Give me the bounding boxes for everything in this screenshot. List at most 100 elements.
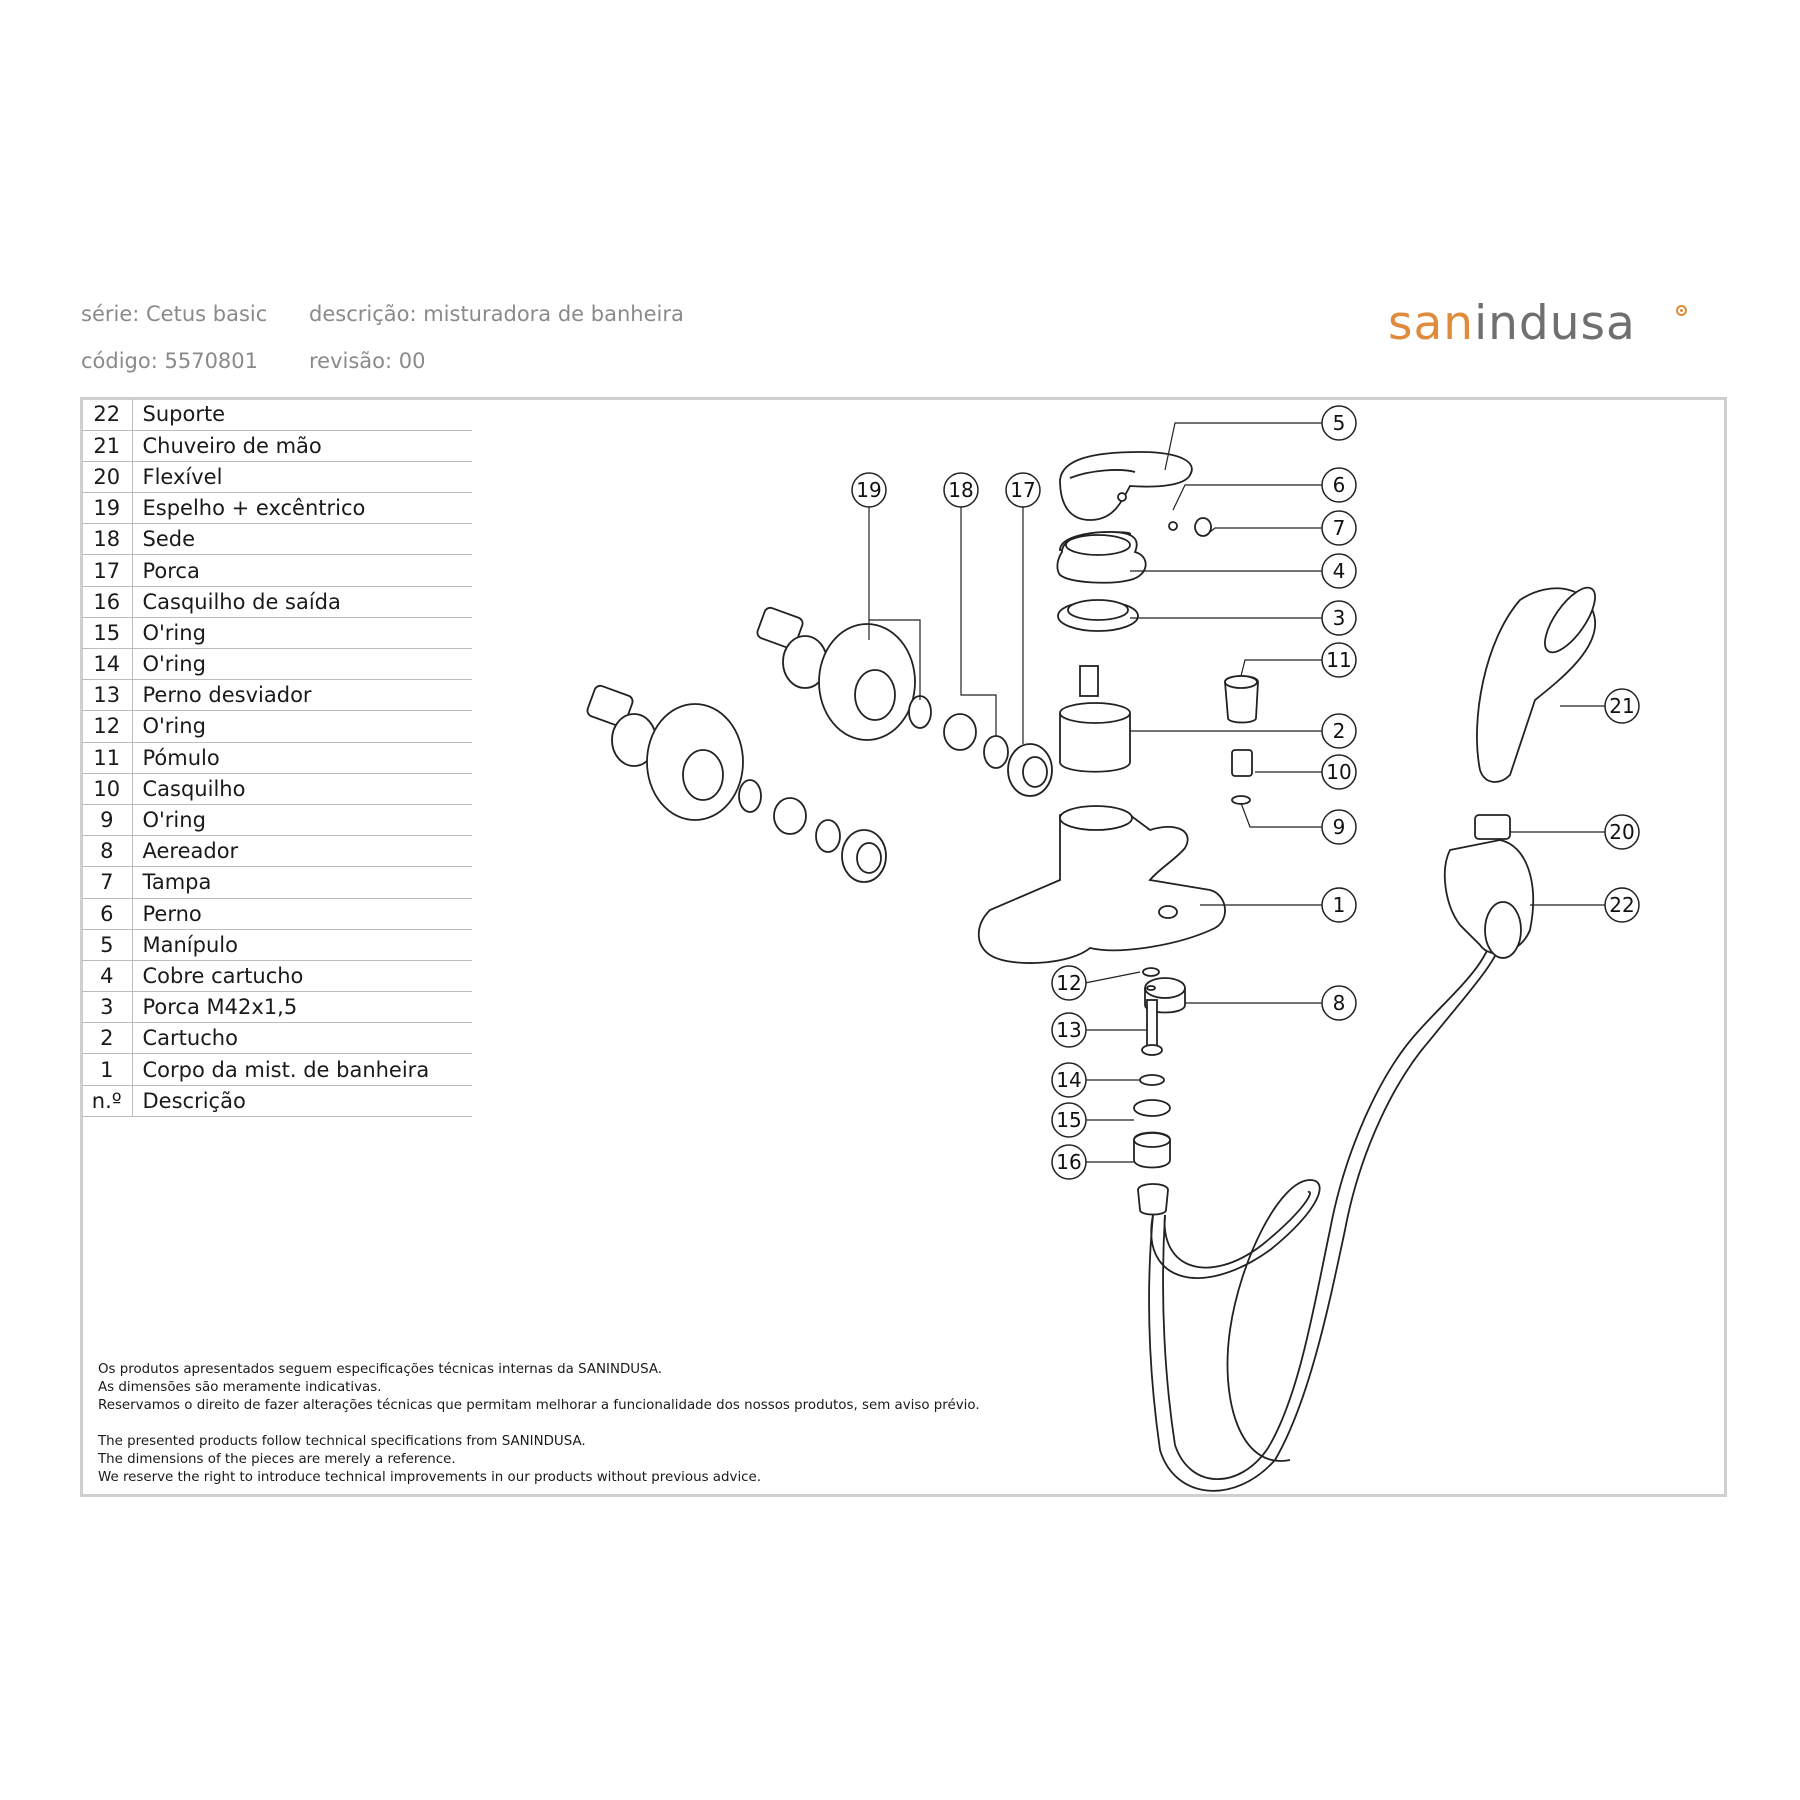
callout-1: 1 [1321, 887, 1357, 923]
eccentric-lower [586, 684, 634, 728]
oring-18-upper [908, 695, 932, 729]
oring-14 [1139, 1074, 1165, 1086]
callout-20: 20 [1604, 814, 1640, 850]
note-line: Os produtos apresentados seguem especifi… [98, 1362, 663, 1377]
part-description: Cobre cartucho [132, 960, 472, 993]
callout-10: 10 [1321, 754, 1357, 790]
drawing-frame [80, 397, 1727, 1497]
svg-text:20: 20 [1609, 820, 1634, 844]
callout-22: 22 [1604, 887, 1640, 923]
part-description: Cartucho [132, 1022, 472, 1055]
svg-text:1: 1 [1333, 893, 1346, 917]
part-number: 20 [82, 461, 133, 494]
part-description: Corpo da mist. de banheira [132, 1053, 472, 1086]
svg-text:2: 2 [1333, 719, 1346, 743]
part-number: 11 [82, 742, 133, 774]
svg-text:22: 22 [1609, 893, 1634, 917]
svg-text:7: 7 [1333, 516, 1346, 540]
part-description: Casquilho [132, 773, 472, 805]
svg-text:10: 10 [1326, 760, 1351, 784]
part-number: 12 [82, 710, 133, 743]
part-number: 18 [82, 523, 133, 556]
svg-text:5: 5 [1333, 411, 1346, 435]
column-number-label: n.º [82, 1085, 133, 1117]
note-line: The presented products follow technical … [98, 1434, 586, 1449]
part-number: 7 [82, 866, 133, 899]
part-number: 1 [82, 1053, 133, 1086]
part-number: 14 [82, 648, 133, 681]
brand-mark-icon [1676, 305, 1687, 316]
flexible-hose [1148, 929, 1506, 1492]
callout-4: 4 [1321, 553, 1357, 589]
part-description: O'ring [132, 617, 472, 650]
part-description: Chuveiro de mão [132, 430, 472, 462]
callout-12: 12 [1051, 965, 1087, 1001]
notes-english: The presented products follow technical … [98, 1433, 980, 1487]
part-number: 13 [82, 679, 133, 712]
brand-logo: sanindusa [1388, 296, 1636, 351]
part-number: 9 [82, 804, 133, 837]
column-description-label: Descrição [132, 1085, 472, 1117]
svg-text:21: 21 [1609, 694, 1634, 718]
callout-16: 16 [1051, 1144, 1087, 1180]
svg-text:15: 15 [1056, 1108, 1081, 1132]
part-description: Perno [132, 898, 472, 930]
part-description: Porca M42x1,5 [132, 991, 472, 1024]
part-description: O'ring [132, 804, 472, 837]
callout-15: 15 [1051, 1102, 1087, 1138]
callout-6: 6 [1321, 467, 1357, 503]
part-number: 10 [82, 773, 133, 805]
disclaimer-notes: Os produtos apresentados seguem especifi… [98, 1361, 980, 1505]
part-description: Manípulo [132, 929, 472, 961]
revision-label: revisão: 00 [309, 349, 426, 373]
svg-text:6: 6 [1333, 473, 1346, 497]
part-description: Suporte [132, 399, 472, 431]
svg-text:14: 14 [1056, 1068, 1081, 1092]
part-number: 2 [82, 1022, 133, 1055]
part-description: Porca [132, 554, 472, 587]
part-number: 6 [82, 898, 133, 930]
oring-9 [1231, 795, 1251, 805]
description-label: descrição: misturadora de banheira [309, 302, 684, 326]
part-description: Pómulo [132, 742, 472, 774]
lever-handle [1059, 451, 1193, 521]
note-line: The dimensions of the pieces are merely … [98, 1452, 456, 1467]
part-description: Aereador [132, 835, 472, 868]
note-line: Reservamos o direito de fazer alterações… [98, 1398, 980, 1413]
svg-text:17: 17 [1010, 478, 1035, 502]
part-number: 15 [82, 617, 133, 650]
callout-19: 19 [851, 472, 887, 508]
part-number: 5 [82, 929, 133, 961]
callout-9: 9 [1321, 809, 1357, 845]
mixer-body [977, 814, 1226, 964]
part-description: Casquilho de saída [132, 586, 472, 618]
part-description: Perno desviador [132, 679, 472, 712]
oring-15 [1133, 1099, 1171, 1117]
part-description: Sede [132, 523, 472, 556]
callout-11: 11 [1321, 642, 1357, 678]
callout-21: 21 [1604, 688, 1640, 724]
brand-logo-part1: san [1388, 296, 1475, 351]
cartridge-stem [1079, 665, 1099, 697]
callout-5: 5 [1321, 405, 1357, 441]
part-number: 3 [82, 991, 133, 1024]
callout-18: 18 [943, 472, 979, 508]
callout-13: 13 [1051, 1012, 1087, 1048]
oring-lower [738, 779, 762, 813]
